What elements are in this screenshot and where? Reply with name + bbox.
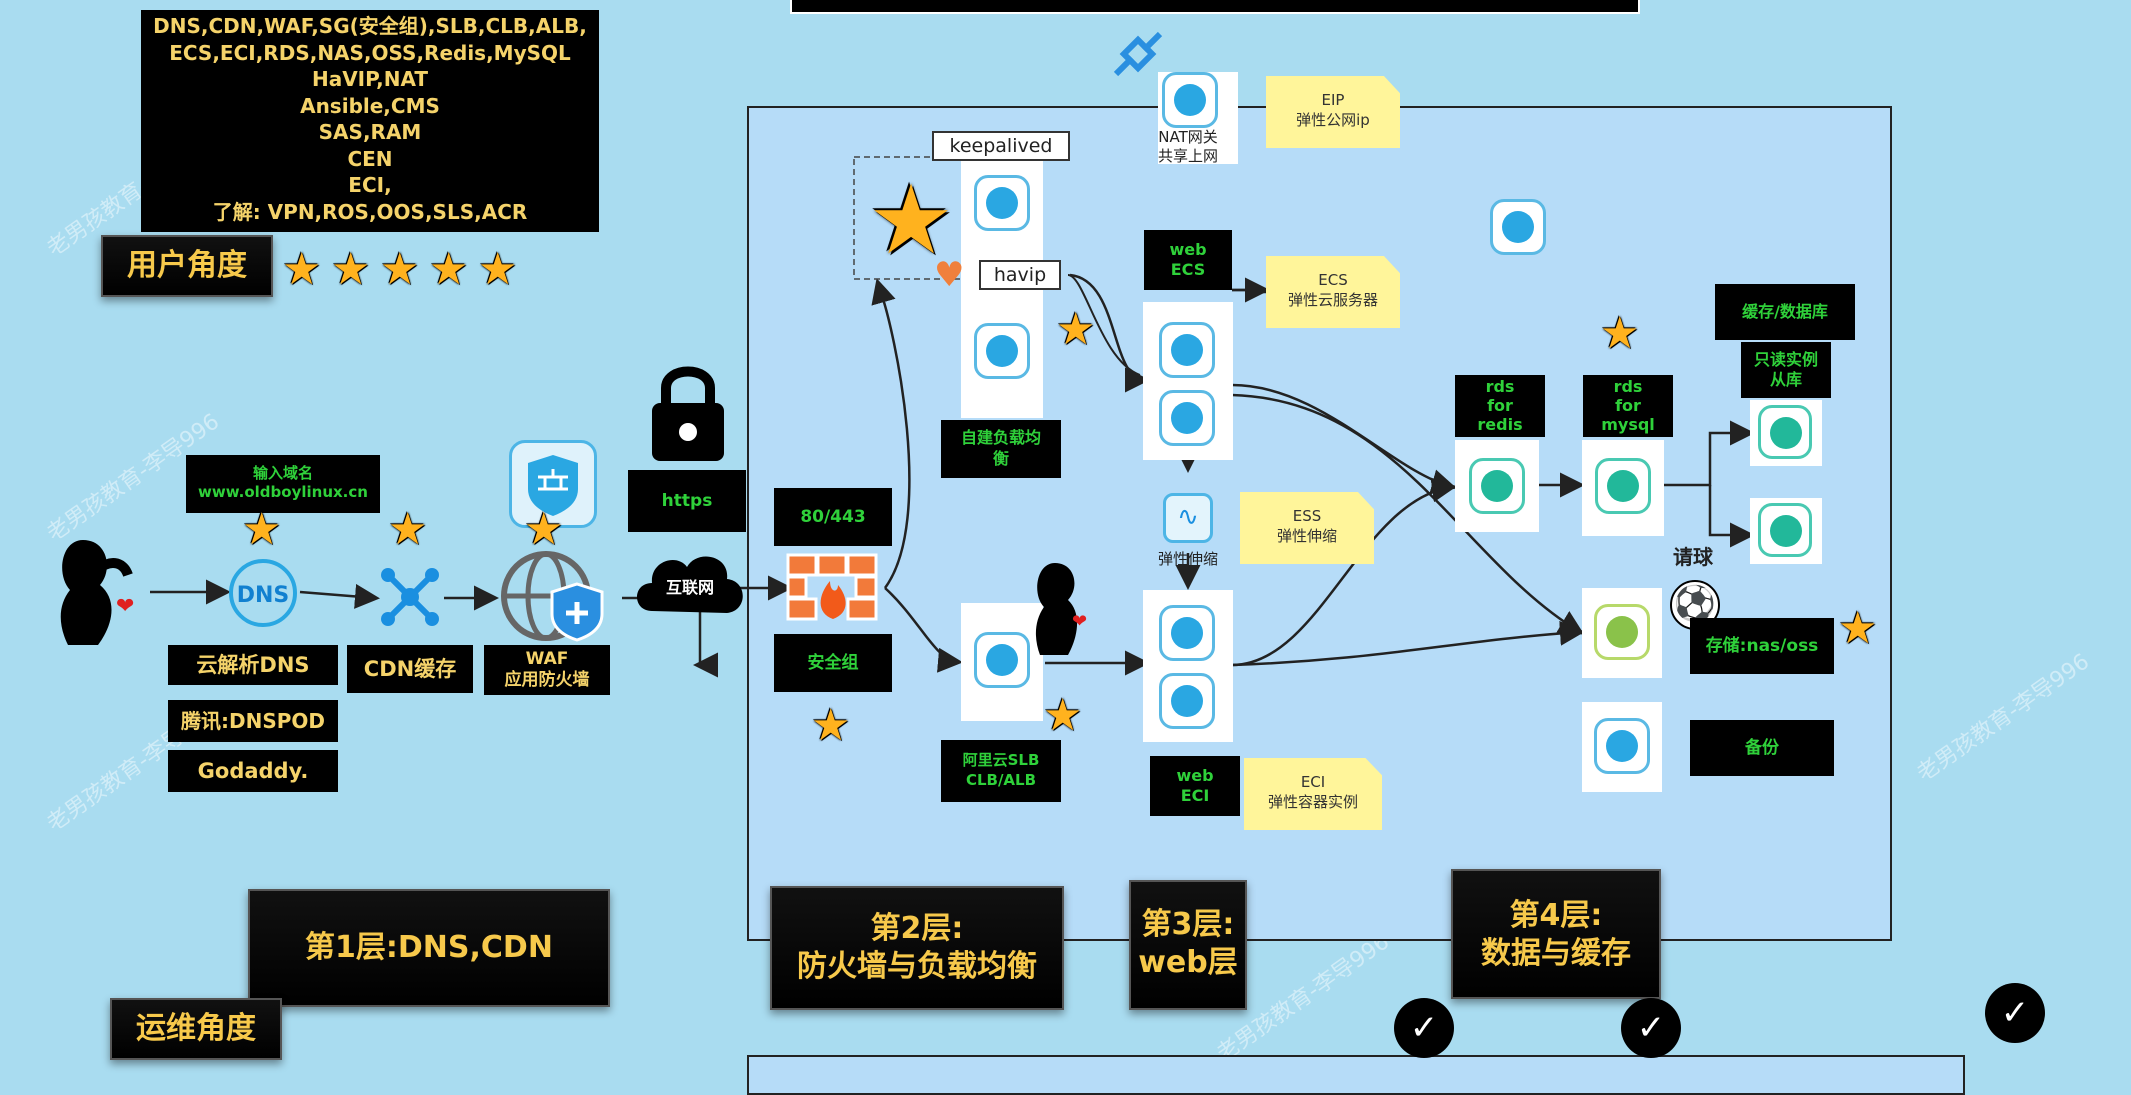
nat-label: NAT网关 共享上网: [1157, 128, 1218, 165]
star-icon: ★: [1056, 304, 1096, 355]
tier-2-label: 第2层: 防火墙与负载均衡: [770, 886, 1064, 1010]
service-line: ECI,: [348, 173, 392, 197]
storage-label: 存储:nas/oss: [1690, 618, 1834, 674]
lb-server-icon[interactable]: [974, 175, 1030, 231]
lock-icon: [648, 358, 728, 463]
tier-4-label: 第4层: 数据与缓存: [1451, 869, 1661, 999]
tier-1-label: 第1层:DNS,CDN: [248, 889, 610, 1007]
checkmark-icon: ✓: [1621, 998, 1681, 1058]
svg-text:❤: ❤: [116, 594, 134, 619]
dns-provider-tencent: 腾讯:DNSPOD: [168, 700, 338, 742]
security-group-label: 安全组: [774, 634, 892, 692]
bottom-panel: [747, 1055, 1965, 1095]
cloud-service-icon[interactable]: [1490, 199, 1546, 255]
star-icon: ★: [380, 244, 420, 295]
ecs-server-icon[interactable]: [1159, 322, 1215, 378]
web-ecs-label: web ECS: [1144, 230, 1232, 290]
ess-label: 弹性伸缩: [1157, 550, 1218, 568]
service-line: CEN: [347, 146, 393, 171]
https-label: https: [628, 470, 746, 532]
qingqiu-label: 请球: [1673, 545, 1713, 569]
svg-text:❤: ❤: [1072, 611, 1087, 632]
eip-note: EIP 弹性公网ip: [1266, 76, 1400, 148]
selfbuilt-lb-label: 自建负载均 衡: [941, 420, 1061, 478]
selection-star-icon[interactable]: ★: [868, 164, 955, 276]
star-icon: ★: [331, 244, 371, 295]
service-list-box: DNS,CDN,WAF,SG(安全组),SLB,CLB,ALB, ECS,ECI…: [141, 10, 599, 232]
eci-container-icon[interactable]: [1159, 605, 1215, 661]
checkmark-icon: ✓: [1985, 983, 2045, 1043]
firewall-shield-icon: [509, 440, 597, 528]
rds-mysql-label: rds for mysql: [1583, 375, 1673, 437]
star-icon: ★: [1838, 603, 1878, 654]
star-icon: ★: [1043, 690, 1083, 741]
replica-db-icon[interactable]: [1758, 503, 1812, 557]
replica-db-icon[interactable]: [1758, 405, 1812, 459]
ess-note: ESS 弹性伸缩: [1240, 492, 1374, 564]
tier-3-label: 第3层: web层: [1129, 880, 1247, 1010]
checkmark-icon: ✓: [1394, 998, 1454, 1058]
dns-icon: DNS: [226, 558, 300, 628]
star-icon: ★: [1600, 308, 1640, 359]
star-icon: ★: [811, 700, 851, 751]
heart-icon: ♥: [934, 255, 965, 295]
eci-note: ECI 弹性容器实例: [1244, 758, 1382, 830]
svg-text:DNS: DNS: [237, 583, 290, 608]
port-label: 80/443: [774, 488, 892, 546]
star-icon: ★: [478, 244, 518, 295]
waf-globe-icon: [500, 548, 610, 644]
service-line: 了解: VPN,ROS,OOS,SLS,ACR: [212, 199, 528, 224]
dns-service-label: 云解析DNS: [168, 645, 338, 685]
service-line: HaVIP,NAT: [311, 67, 429, 91]
lb-server-icon[interactable]: [974, 323, 1030, 379]
service-line: ECS,ECI,RDS,NAS,OSS,Redis,MySQL: [169, 40, 571, 65]
waf-service-label: WAF 应用防火墙: [484, 645, 610, 695]
ops-view-label: 运维角度: [110, 998, 282, 1060]
internet-label: 互联网: [665, 578, 714, 597]
cdn-network-icon: [378, 565, 442, 629]
ecs-server-icon[interactable]: [1159, 390, 1215, 446]
web-eci-label: web ECI: [1150, 756, 1240, 816]
readonly-label: 只读实例 从库: [1741, 342, 1831, 398]
firewall-icon: [786, 553, 880, 623]
rds-redis-label: rds for redis: [1455, 375, 1545, 437]
nat-gateway-icon[interactable]: [1162, 72, 1218, 128]
top-bar: [790, 0, 1640, 14]
slb-icon[interactable]: [974, 632, 1030, 688]
ecs-note: ECS 弹性云服务器: [1266, 256, 1400, 328]
havip-label: havip: [979, 260, 1061, 290]
backup-icon[interactable]: [1594, 718, 1650, 774]
keepalived-label: keepalived: [932, 131, 1070, 161]
service-line: Ansible,CMS: [300, 93, 440, 118]
autoscaling-icon: ∿: [1163, 493, 1213, 543]
user-view-label: 用户角度: [101, 235, 273, 297]
star-icon: ★: [282, 244, 322, 295]
eci-container-icon[interactable]: [1159, 673, 1215, 729]
user-avatar-icon: ❤: [28, 530, 138, 650]
backup-label: 备份: [1690, 720, 1834, 776]
internet-cloud: [632, 541, 746, 631]
service-line: DNS,CDN,WAF,SG(安全组),SLB,CLB,ALB,: [153, 14, 587, 38]
domain-input-label: 输入域名 www.oldboylinux.cn: [186, 455, 380, 513]
star-icon: ★: [388, 504, 428, 555]
slb-label: 阿里云SLB CLB/ALB: [941, 740, 1061, 802]
user-avatar-icon: ❤: [1010, 555, 1098, 660]
mysql-db-icon[interactable]: [1595, 458, 1651, 514]
cdn-service-label: CDN缓存: [347, 645, 473, 693]
dns-provider-godaddy: Godaddy.: [168, 750, 338, 792]
star-icon: ★: [429, 244, 469, 295]
redis-db-icon[interactable]: [1469, 458, 1525, 514]
storage-icon[interactable]: [1594, 604, 1650, 660]
star-icon: ★: [524, 504, 564, 555]
connector-plug-icon: [1108, 26, 1168, 82]
cache-db-label: 缓存/数据库: [1715, 284, 1855, 340]
star-icon: ★: [242, 504, 282, 555]
service-line: SAS,RAM: [318, 120, 422, 144]
